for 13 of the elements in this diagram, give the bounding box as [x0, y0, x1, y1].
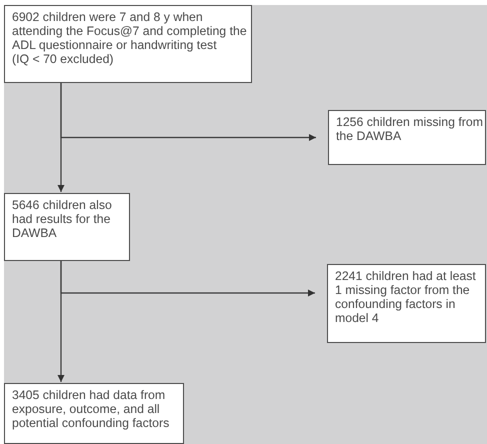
process-box [328, 110, 486, 165]
box-text: 6902 children were 7 and 8 y when attending the Focus@7 and completing the ADL questionnaire or handwriting test [12, 10, 248, 52]
process-box [4, 193, 130, 261]
process-box [4, 383, 184, 444]
arrow [58, 261, 64, 382]
box-text: 3405 children had data from exposure, outcome, and all potential confounding factors [12, 388, 170, 430]
process-box [327, 264, 486, 343]
arrow [58, 83, 64, 192]
box-text: 5646 children also had results for the DAWBA [12, 198, 113, 240]
process-box [4, 5, 252, 83]
box-text: 1256 children missing from the DAWBA [336, 115, 483, 143]
box-text: 2241 children had at least 1 missing factor from the confounding factors in model 4 [335, 269, 477, 325]
box-text: (IQ < 70 excluded) [12, 52, 115, 66]
